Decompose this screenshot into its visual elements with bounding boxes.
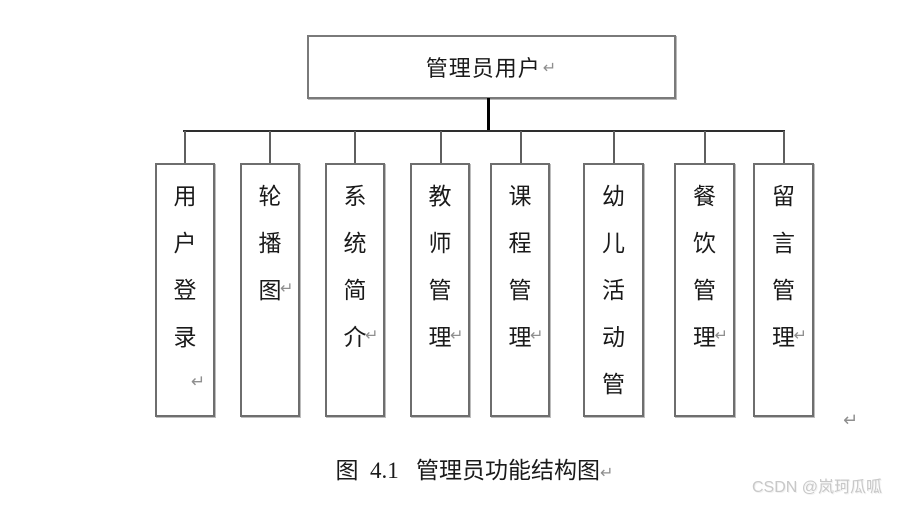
figure-caption-text: 图 4.1 管理员功能结构图 — [335, 458, 601, 483]
box-char: 饮 — [693, 230, 716, 256]
return-mark-icon: ↵ — [600, 463, 614, 482]
return-mark-icon: ↵ — [450, 325, 464, 344]
return-mark-icon: ↵ — [530, 325, 544, 344]
box-line: 系 — [327, 170, 383, 217]
return-mark-icon: ↵ — [714, 325, 728, 344]
return-mark-icon: ↵ — [793, 325, 807, 344]
box-char: 录 — [173, 324, 197, 350]
box-char: 管 — [693, 277, 716, 303]
box-char: 介 — [343, 324, 367, 350]
box-char: 简 — [343, 277, 367, 303]
box-char: 管 — [772, 277, 795, 303]
node-message-mgmt: 留 言 管 理↵ — [753, 163, 814, 417]
box-char: 教 — [428, 183, 452, 209]
box-char: 户 — [173, 230, 197, 256]
box-char: 理 — [693, 324, 716, 350]
box-line: 理↵ — [412, 311, 468, 358]
return-mark-icon: ↵ — [191, 371, 206, 392]
box-line: 管 — [676, 264, 733, 311]
node-course-mgmt: 课 程 管 理↵ — [490, 163, 550, 417]
box-line: 登 — [157, 264, 213, 311]
box-line: 管 — [585, 358, 642, 405]
box-char: 师 — [428, 230, 452, 256]
box-char: 理 — [772, 324, 795, 350]
box-line: 理↵ — [676, 311, 733, 358]
node-teacher-mgmt: 教 师 管 理↵ — [410, 163, 470, 417]
box-char: 管 — [428, 277, 452, 303]
node-admin-user-label: 管理员用户 — [425, 56, 541, 81]
box-line: 管 — [492, 264, 548, 311]
box-char: 动 — [602, 324, 625, 350]
node-user-login: 用 户 登 录 ↵ — [155, 163, 215, 417]
connector-drop-7 — [704, 131, 706, 164]
box-line: 户 — [157, 217, 213, 264]
box-line: 教 — [412, 170, 468, 217]
box-line: 管 — [412, 264, 468, 311]
box-char: 图 — [258, 277, 282, 303]
connector-drop-2 — [269, 131, 271, 164]
node-child-activity-mgmt: 幼 儿 活 动 管 — [583, 163, 644, 417]
box-line: 简 — [327, 264, 383, 311]
box-char: 理 — [508, 324, 532, 350]
box-line: 儿 — [585, 217, 642, 264]
box-line: 课 — [492, 170, 548, 217]
box-line: 播 — [242, 217, 298, 264]
connector-drop-8 — [783, 131, 785, 164]
connector-drop-5 — [520, 131, 522, 164]
box-char: 餐 — [693, 183, 716, 209]
return-mark-icon: ↵ — [843, 410, 859, 431]
connector-root-stem — [487, 98, 490, 131]
box-char: 登 — [173, 277, 197, 303]
box-line: 统 — [327, 217, 383, 264]
connector-drop-3 — [354, 131, 356, 164]
return-mark-icon: ↵ — [280, 278, 294, 297]
box-char: 统 — [343, 230, 367, 256]
figure-caption: 图 4.1 管理员功能结构图↵ — [0, 451, 909, 485]
connector-drop-4 — [440, 131, 442, 164]
box-line: 介↵ — [327, 311, 383, 358]
box-line: 师 — [412, 217, 468, 264]
box-line: 录 — [157, 311, 213, 358]
box-line: 活 — [585, 264, 642, 311]
node-system-intro: 系 统 简 介↵ — [325, 163, 385, 417]
box-line: 图↵ — [242, 264, 298, 311]
node-admin-user: 管理员用户↵ — [307, 35, 676, 99]
box-char: 用 — [173, 183, 197, 209]
box-line: 程 — [492, 217, 548, 264]
box-line: ↵ — [157, 358, 213, 405]
box-char: 课 — [508, 183, 532, 209]
box-char: 儿 — [602, 230, 625, 256]
box-line: 饮 — [676, 217, 733, 264]
box-line: 动 — [585, 311, 642, 358]
box-line: 理↵ — [755, 311, 812, 358]
box-char: 言 — [772, 230, 795, 256]
node-carousel: 轮 播 图↵ — [240, 163, 300, 417]
box-char: 管 — [508, 277, 532, 303]
connector-horizontal-bus — [183, 130, 785, 132]
box-char: 活 — [602, 277, 625, 303]
box-char: 留 — [772, 183, 795, 209]
csdn-watermark: CSDN @岚珂瓜呱 — [752, 479, 883, 496]
box-line: 幼 — [585, 170, 642, 217]
box-line: 留 — [755, 170, 812, 217]
box-char: 轮 — [258, 183, 282, 209]
connector-drop-6 — [613, 131, 615, 164]
box-char: 程 — [508, 230, 532, 256]
node-catering-mgmt: 餐 饮 管 理↵ — [674, 163, 735, 417]
box-char: 理 — [428, 324, 452, 350]
return-mark-icon: ↵ — [365, 325, 379, 344]
connector-drop-1 — [184, 131, 186, 164]
box-char: 系 — [343, 183, 367, 209]
box-line: 理↵ — [492, 311, 548, 358]
box-line: 用 — [157, 170, 213, 217]
box-line: 轮 — [242, 170, 298, 217]
box-line: 管 — [755, 264, 812, 311]
box-line: 言 — [755, 217, 812, 264]
box-line: 餐 — [676, 170, 733, 217]
box-char: 管 — [602, 371, 625, 397]
box-char: 播 — [258, 230, 282, 256]
box-char: 幼 — [602, 183, 625, 209]
return-mark-icon: ↵ — [542, 57, 558, 77]
